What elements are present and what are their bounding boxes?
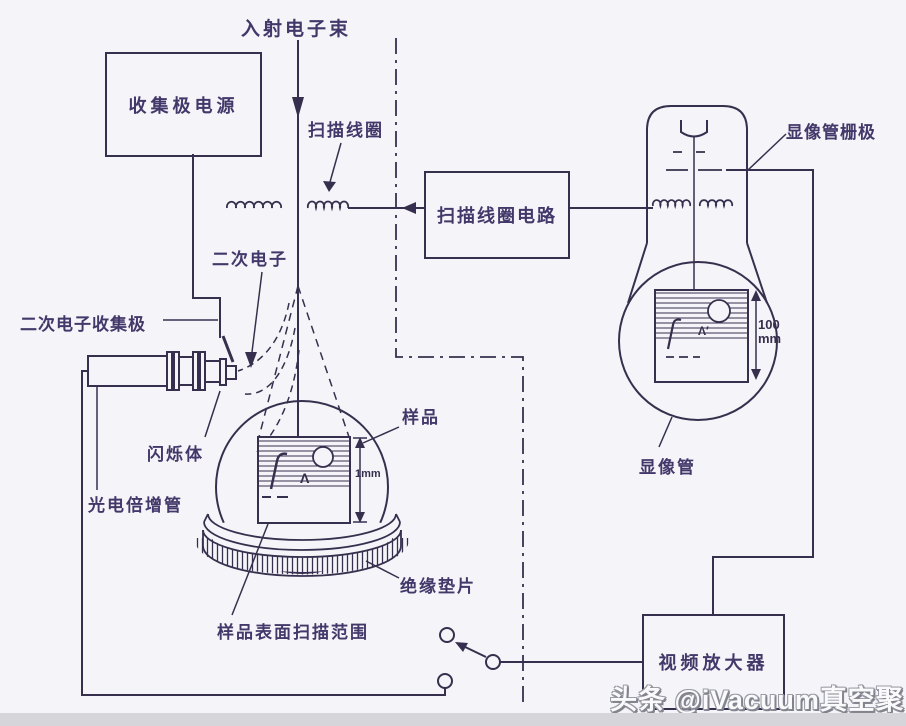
label-leaders <box>231 133 787 616</box>
collector-supply-box: 收集极电源 <box>105 52 262 157</box>
video-amp-box: 视频放大器 <box>642 614 785 710</box>
scintillator-label: 闪烁体 <box>147 445 204 464</box>
crt-grid-wire <box>712 169 814 614</box>
scan-coil-pointer-arrowhead <box>323 181 336 192</box>
pmt-ground-wire <box>81 370 446 696</box>
insulator-label: 绝缘垫片 <box>400 577 476 596</box>
watermark: 头条 @iVacuum真空聚焦 <box>610 685 904 726</box>
crt-feature-hook <box>666 318 682 350</box>
se-collector-label: 二次电子收集极 <box>20 315 146 334</box>
crt-dim-arrow-bottom <box>751 369 761 380</box>
sample-dim-arrow-bottom <box>355 512 365 523</box>
scan-cone <box>258 285 350 438</box>
scan-range-leader <box>231 523 269 616</box>
crt-raster-lines <box>656 292 747 339</box>
collector-supply-box-label: 收集极电源 <box>128 95 239 116</box>
scintillator-leader <box>204 390 221 438</box>
scan-range-label: 样品表面扫描范围 <box>217 623 369 642</box>
sample-dim-arrow-top <box>355 437 365 448</box>
sample-dimension-label: 1mm <box>355 468 381 480</box>
secondary-electrons-label: 二次电子 <box>212 250 288 269</box>
sample-feature-circle <box>312 446 334 468</box>
scan-coil-label: 扫描线圈 <box>308 121 384 140</box>
crt-dimension-label: 100 mm <box>758 318 781 345</box>
insulating-gasket-band <box>194 529 410 577</box>
dash-dot-line <box>395 38 524 706</box>
crt-dimension-value: 100 <box>758 317 780 332</box>
secondary-electron-arrowhead <box>245 352 257 368</box>
crt-tube <box>618 105 778 421</box>
sample-label: 样品 <box>402 408 440 427</box>
sample-raster-lines <box>259 440 349 487</box>
scan-coil-pointer <box>329 142 342 183</box>
crt-label: 显像管 <box>639 458 696 477</box>
crt-dimension-unit: mm <box>758 330 782 346</box>
insulator-leader <box>365 560 400 579</box>
beam-arrowhead <box>292 97 304 118</box>
sample-dimension <box>353 437 367 523</box>
crt-feature-circle <box>707 299 731 323</box>
secondary-electron-trajectories <box>237 302 300 453</box>
incident-beam-label: 入射电子束 <box>241 19 352 40</box>
switch-contacts <box>437 627 501 689</box>
sample-leader <box>362 426 400 444</box>
scan-circuit-box: 扫描线圈电路 <box>424 171 570 259</box>
scan-coil-symbol <box>226 200 350 212</box>
sample-beam-mark: Λ <box>300 470 310 486</box>
electron-gun <box>680 120 708 138</box>
crt-grid-label: 显像管栅极 <box>786 123 876 142</box>
sample-feature-hook <box>269 452 288 490</box>
switch-lever-arrowhead <box>455 642 468 652</box>
secondary-electron-pointer <box>251 271 263 353</box>
collector-wire <box>192 154 235 363</box>
crt-leader <box>658 416 673 448</box>
scan-circuit-box-label: 扫描线圈电路 <box>437 206 557 226</box>
photomultiplier-tube <box>87 351 237 391</box>
crt-dim-arrow-top <box>751 290 761 301</box>
crt-neck-coils <box>651 199 734 210</box>
crt-beam-mark: Λ′ <box>698 324 709 338</box>
scintillator-tip <box>225 365 237 380</box>
dome-flange <box>203 513 401 551</box>
pmt-label: 光电倍增管 <box>88 496 183 515</box>
coil-feed-arrowhead <box>402 202 416 214</box>
video-amp-box-label: 视频放大器 <box>658 653 769 673</box>
footer-bar <box>0 713 906 726</box>
crt-grid-leader <box>747 133 787 171</box>
